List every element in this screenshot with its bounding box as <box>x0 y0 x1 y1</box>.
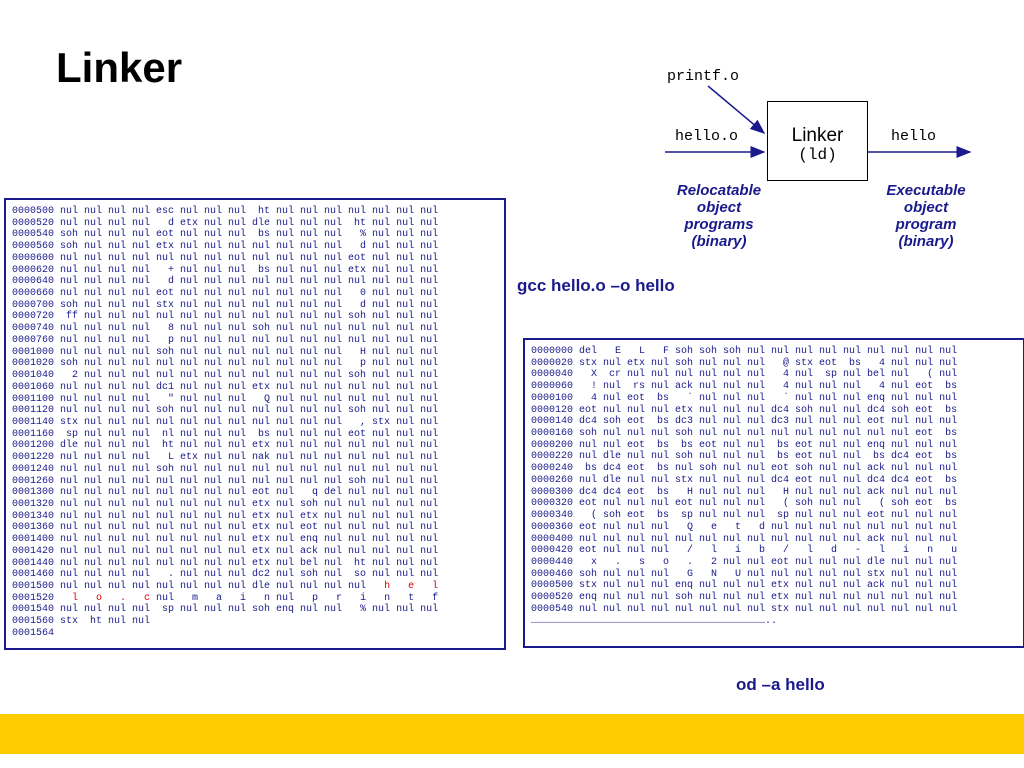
dump-line: 0000520 nul nul nul nul d etx nul nul dl… <box>12 217 439 229</box>
dump-line: 0000140 dc4 soh eot bs dc3 nul nul nul d… <box>531 416 958 428</box>
dump-line: 0001020 soh nul nul nul nul nul nul nul … <box>12 358 439 370</box>
dump-line: 0001320 nul nul nul nul nul nul nul nul … <box>12 498 439 510</box>
executable-dump: 0000000 del E L F soh soh soh nul nul nu… <box>523 338 1024 648</box>
dump-line: 0001340 nul nul nul nul nul nul nul nul … <box>12 510 439 522</box>
dump-line: 0000620 nul nul nul nul + nul nul nul bs… <box>12 264 439 276</box>
dump-line: 0001160 sp nul nul nul nl nul nul nul bs… <box>12 428 439 440</box>
caption-line: object <box>903 199 949 216</box>
dump-line: 0000540 soh nul nul nul eot nul nul nul … <box>12 229 439 241</box>
dump-line: 0001060 nul nul nul nul dc1 nul nul nul … <box>12 381 439 393</box>
caption-line: programs <box>684 216 754 233</box>
dump-line: 0000460 soh nul nul nul G N U nul nul nu… <box>531 568 958 580</box>
dump-line: 0001400 nul nul nul nul nul nul nul nul … <box>12 534 439 546</box>
dump-line: 0000740 nul nul nul nul 8 nul nul nul so… <box>12 323 439 335</box>
caption-line: program <box>895 216 957 233</box>
gcc-command: gcc hello.o –o hello <box>517 276 675 295</box>
dump-line: 0000260 nul dle nul nul stx nul nul nul … <box>531 474 958 486</box>
dump-line: ……………………………………………………………………………………………………….… <box>531 615 778 627</box>
dump-line: 0001220 nul nul nul nul L etx nul nul na… <box>12 452 439 464</box>
dump-line: 0001520 l o . c nul m a i n nul p r i n … <box>12 592 439 604</box>
dump-line: 0000160 soh nul nul nul soh nul nul nul … <box>531 428 958 440</box>
caption-line: object <box>696 199 742 216</box>
dump-line: 0000760 nul nul nul nul p nul nul nul nu… <box>12 334 439 346</box>
caption-line: Executable <box>886 182 966 199</box>
dump-line: 0001000 nul nul nul nul soh nul nul nul … <box>12 346 439 358</box>
dump-line: 0000220 nul dle nul nul soh nul nul nul … <box>531 451 958 463</box>
string-highlight: l o . c <box>60 592 157 604</box>
dump-line: 0000640 nul nul nul nul d nul nul nul nu… <box>12 276 439 288</box>
dump-line: 0000000 del E L F soh soh soh nul nul nu… <box>531 346 958 357</box>
dump-line: 0000120 eot nul nul nul etx nul nul nul … <box>531 404 958 416</box>
dump-line: 0000400 nul nul nul nul nul nul nul nul … <box>531 533 958 545</box>
dump-line: 0000500 stx nul nul nul enq nul nul nul … <box>531 580 958 592</box>
dump-line: 0001120 nul nul nul nul soh nul nul nul … <box>12 405 439 417</box>
dump-line: 0000440 x . s o . 2 nul nul eot nul nul … <box>531 556 958 568</box>
input-hello-o-label: hello.o <box>675 128 739 145</box>
linker-box-title: Linker <box>791 125 844 146</box>
bottom-accent-bar <box>0 714 1024 754</box>
dump-line: 0000560 soh nul nul nul etx nul nul nul … <box>12 241 439 253</box>
dump-line: 0000340 ( soh eot bs sp nul nul nul sp n… <box>531 510 958 522</box>
dump-line: 0001560 stx ht nul nul <box>12 616 151 628</box>
dump-line: 0001100 nul nul nul nul " nul nul nul Q … <box>12 393 439 405</box>
dump-line: 0001200 dle nul nul nul ht nul nul nul e… <box>12 440 439 452</box>
linker-box-subtitle: (ld) <box>798 146 837 164</box>
dump-line: 0001360 nul nul nul nul nul nul nul nul … <box>12 522 439 534</box>
string-highlight: h e l <box>372 581 439 592</box>
dump-line: 0000240 bs dc4 eot bs nul soh nul nul eo… <box>531 463 958 475</box>
relocatable-caption: Relocatable object programs (binary) <box>664 182 774 250</box>
dump-line: 0000720 ff nul nul nul nul nul nul nul n… <box>12 311 439 323</box>
input-printf-label: printf.o <box>667 68 740 85</box>
dump-line: 0000200 nul nul eot bs bs eot nul nul bs… <box>531 439 958 451</box>
executable-dump-text: 0000000 del E L F soh soh soh nul nul nu… <box>531 346 1023 627</box>
dump-line: 0001240 nul nul nul nul soh nul nul nul … <box>12 463 439 475</box>
od-command: od –a hello <box>736 675 825 694</box>
dump-line: 0000660 nul nul nul nul eot nul nul nul … <box>12 288 439 300</box>
dump-line: 0000420 eot nul nul nul / l i b / l d - … <box>531 545 958 557</box>
caption-line: (binary) <box>898 233 954 250</box>
dump-line: 0000360 eot nul nul nul Q e t d nul nul … <box>531 521 958 533</box>
dump-line: 0000500 nul nul nul nul esc nul nul nul … <box>12 206 439 217</box>
object-dump-text: 0000500 nul nul nul nul esc nul nul nul … <box>12 206 504 640</box>
dump-line: 0001460 nul nul nul nul . nul nul nul dc… <box>12 569 439 581</box>
dump-line: 0000320 eot nul nul nul eot nul nul nul … <box>531 498 958 510</box>
caption-line: (binary) <box>691 233 747 250</box>
dump-line: 0001500 nul nul nul nul nul nul nul nul … <box>12 581 439 592</box>
dump-line: 0001140 stx nul nul nul nul nul nul nul … <box>12 416 439 428</box>
dump-line: 0000520 enq nul nul nul soh nul nul nul … <box>531 592 958 604</box>
dump-line: 0001420 nul nul nul nul nul nul nul nul … <box>12 545 439 557</box>
executable-caption: Executable object program (binary) <box>871 182 981 250</box>
linker-box: Linker (ld) <box>767 101 868 181</box>
dump-line: 0000040 X cr nul nul nul nul nul nul 4 n… <box>531 369 958 381</box>
dump-line: 0000600 nul nul nul nul nul nul nul nul … <box>12 252 439 264</box>
dump-line: 0000300 dc4 dc4 eot bs H nul nul nul H n… <box>531 486 958 498</box>
slide-title: Linker <box>56 44 183 91</box>
dump-line: 0000540 nul nul nul nul nul nul nul nul … <box>531 603 958 615</box>
object-file-dump: 0000500 nul nul nul nul esc nul nul nul … <box>4 198 506 650</box>
dump-line: 0000100 4 nul eot bs ` nul nul nul ` nul… <box>531 392 958 404</box>
dump-line: 0000020 stx nul etx nul soh nul nul nul … <box>531 357 958 369</box>
output-hello-label: hello <box>891 128 937 145</box>
arrow-printf-to-linker <box>707 85 766 134</box>
dump-line: 0001040 2 nul nul nul nul nul nul nul nu… <box>12 370 439 382</box>
dump-line: 0001300 nul nul nul nul nul nul nul nul … <box>12 487 439 499</box>
dump-line: 0000700 soh nul nul nul stx nul nul nul … <box>12 299 439 311</box>
dump-line: 0001564 <box>12 627 55 639</box>
dump-line: 0001540 nul nul nul nul sp nul nul nul s… <box>12 604 439 616</box>
dump-line: 0000060 ! nul rs nul ack nul nul nul 4 n… <box>531 381 958 393</box>
caption-line: Relocatable <box>676 182 762 199</box>
dump-line: 0001440 nul nul nul nul nul nul nul nul … <box>12 557 439 569</box>
dump-line: 0001260 nul nul nul nul nul nul nul nul … <box>12 475 439 487</box>
